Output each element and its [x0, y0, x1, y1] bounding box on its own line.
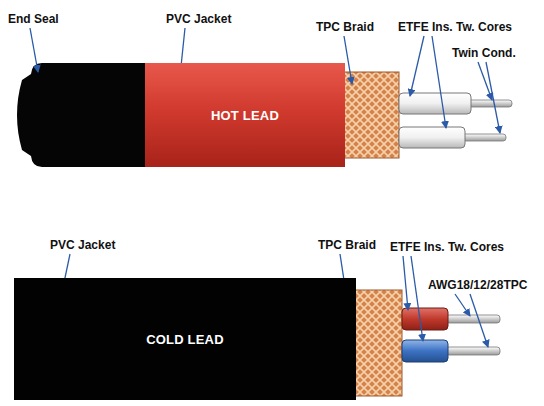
conductor — [462, 134, 506, 141]
insulated-core — [402, 340, 448, 362]
part-label: ETFE Ins. Tw. Cores — [398, 20, 512, 34]
insulated-core — [399, 127, 465, 148]
end-seal — [17, 63, 146, 167]
part-label: Twin Cond. — [452, 46, 516, 60]
conductor — [446, 347, 500, 355]
part-label: End Seal — [8, 12, 59, 26]
insulated-core — [402, 308, 448, 330]
hot-lead-jacket: HOT LEAD — [145, 63, 345, 167]
insulated-core — [399, 93, 471, 114]
braid — [343, 72, 399, 158]
part-label: PVC Jacket — [50, 238, 115, 252]
cold-lead-jacket: COLD LEAD — [14, 278, 356, 400]
conductor — [468, 100, 512, 107]
part-label: ETFE Ins. Tw. Cores — [390, 240, 504, 254]
cable-name: HOT LEAD — [211, 108, 279, 123]
braid — [354, 290, 402, 396]
cable-name: COLD LEAD — [146, 332, 224, 347]
part-label: TPC Braid — [316, 20, 374, 34]
part-label: AWG18/12/28TPC — [428, 278, 527, 292]
part-label: PVC Jacket — [166, 12, 231, 26]
conductor — [446, 315, 500, 323]
part-label: TPC Braid — [318, 238, 376, 252]
